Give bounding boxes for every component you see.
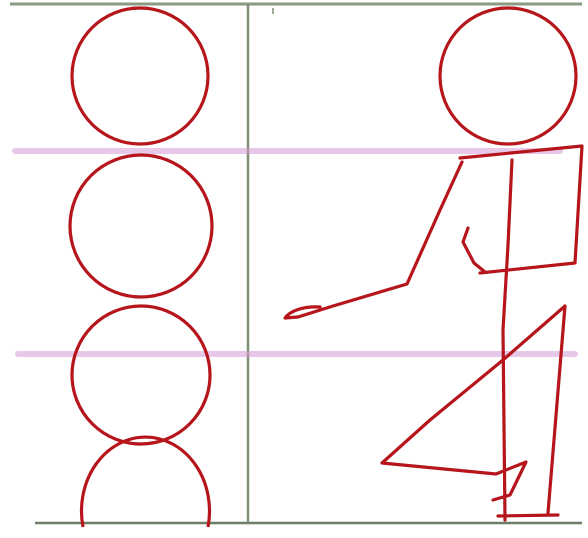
figure-spine xyxy=(503,160,512,520)
stick-figure-icon xyxy=(285,8,582,520)
guide-lines xyxy=(15,151,575,354)
figure-shoulders xyxy=(460,146,582,273)
figure-arm xyxy=(285,162,462,318)
head-circle-icon xyxy=(70,155,212,297)
head-circle-icon xyxy=(72,306,210,444)
head-circle-icon xyxy=(82,437,210,527)
figure-leg xyxy=(503,306,565,513)
figure-head xyxy=(440,8,576,144)
figure-hand xyxy=(463,228,485,272)
head-unit-column xyxy=(70,8,212,527)
head-circle-icon xyxy=(72,8,208,144)
figure-foot xyxy=(498,515,558,516)
